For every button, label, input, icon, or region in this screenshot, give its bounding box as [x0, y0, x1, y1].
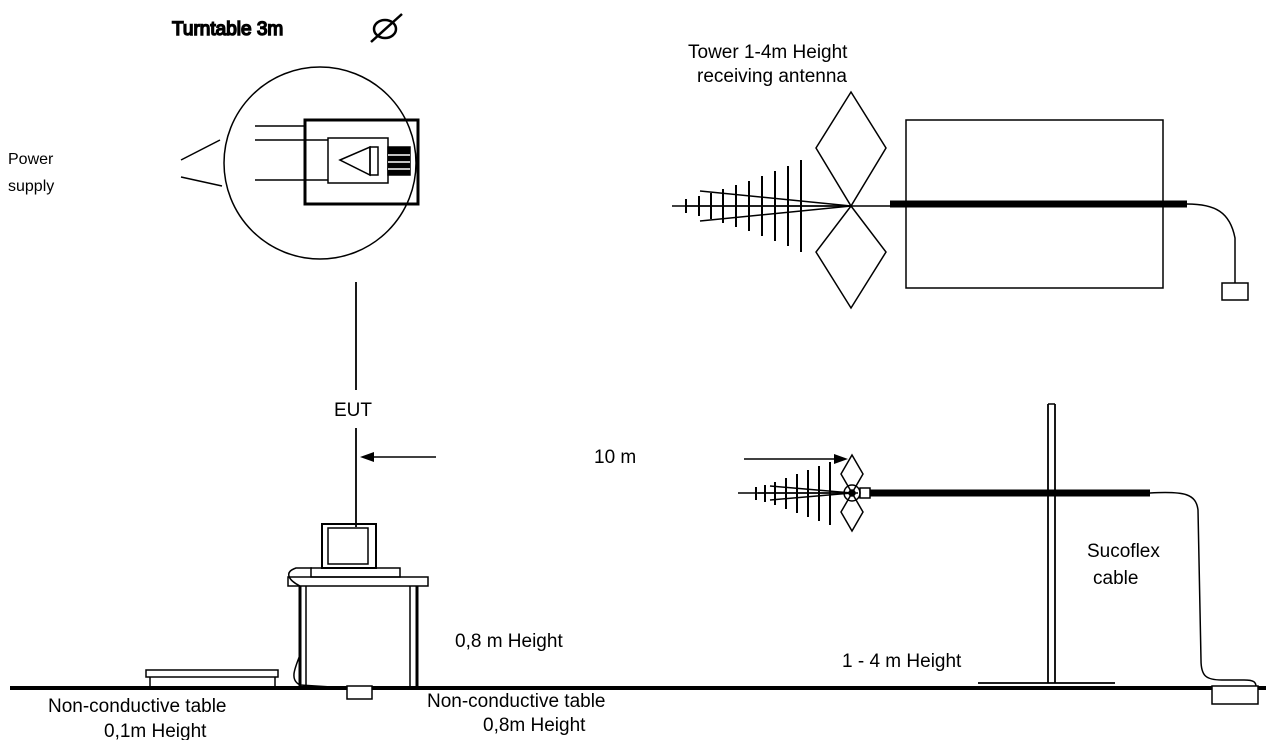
antenna-bowtie-upper — [815, 90, 887, 208]
antenna-height-label: 1 - 4 m Height — [842, 651, 962, 672]
eut-base — [310, 567, 401, 578]
high-table-label-line2: 0,8m Height — [483, 715, 586, 736]
turntable-top-view: Turntable 3m Power supply — [8, 13, 420, 260]
turntable-circle — [223, 66, 417, 260]
cable-label-line1: Sucoflex — [1087, 541, 1160, 562]
cable-label-line2: cable — [1093, 568, 1138, 589]
antenna-cable-top — [1186, 203, 1236, 283]
eut-top-box — [303, 118, 420, 206]
eut-table-height-label: 0,8 m Height — [455, 631, 563, 652]
diameter-icon — [370, 13, 403, 43]
antenna-dipoles — [685, 160, 802, 252]
eut-table — [287, 576, 429, 687]
eut-monitor-shape — [338, 145, 371, 177]
low-table-label-line1: Non-conductive table — [48, 696, 227, 717]
power-label-line1: Power — [8, 151, 54, 168]
reference-arrow — [744, 454, 848, 464]
sucoflex-cable — [1149, 491, 1257, 688]
receiving-antenna-top — [672, 90, 890, 310]
turntable-label: Turntable 3m — [172, 19, 283, 40]
eut-block — [387, 146, 411, 176]
power-pointer — [180, 176, 223, 187]
eut-cable — [288, 567, 312, 587]
eut-label: EUT — [334, 400, 372, 421]
eut-inner-box — [327, 137, 389, 184]
floor-connector — [346, 685, 373, 700]
low-table — [145, 669, 279, 687]
high-table-label-line1: Non-conductive table — [427, 691, 606, 712]
receiving-antenna-side — [738, 453, 871, 533]
tower-label-line2: receiving antenna — [697, 66, 847, 87]
tower-top-view: Tower 1-4m Height receiving antenna — [672, 42, 1249, 310]
low-table-label-line2: 0,1m Height — [104, 721, 207, 740]
cable-connector-box — [1221, 282, 1249, 301]
eut-side — [310, 523, 401, 578]
antenna-bowtie-lower — [815, 204, 887, 310]
eut-cable-down — [293, 654, 348, 689]
distance-arrow — [360, 452, 436, 462]
distance-label: 10 m — [594, 447, 636, 468]
power-label-line2: supply — [8, 178, 54, 195]
cable-ground-connector — [1211, 685, 1259, 705]
tower-label-line1: Tower 1-4m Height — [688, 42, 848, 63]
power-pointer — [180, 139, 221, 161]
side-view — [10, 523, 1266, 700]
antenna-mast-side — [738, 403, 1259, 705]
